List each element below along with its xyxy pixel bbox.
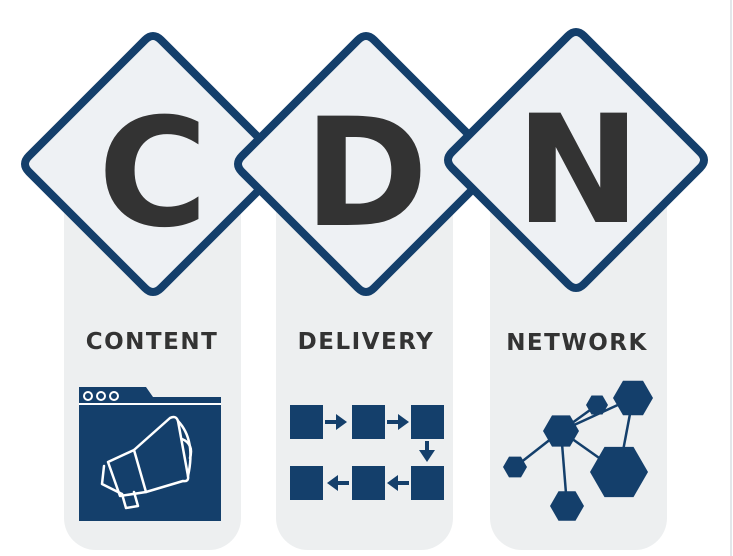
letter-d: D xyxy=(304,87,429,261)
diamond-n: N xyxy=(444,28,708,292)
megaphone-browser-icon xyxy=(79,387,221,521)
word-delivery: DELIVERY xyxy=(298,329,435,355)
word-network: NETWORK xyxy=(506,330,648,356)
letter-c: C xyxy=(98,87,208,261)
letter-n: N xyxy=(515,84,641,258)
flowchart-icon xyxy=(290,405,444,500)
diamond-c: C xyxy=(21,32,285,296)
network-nodes-icon xyxy=(503,380,653,521)
diamond-d: D xyxy=(234,32,498,296)
word-content: CONTENT xyxy=(86,329,219,355)
